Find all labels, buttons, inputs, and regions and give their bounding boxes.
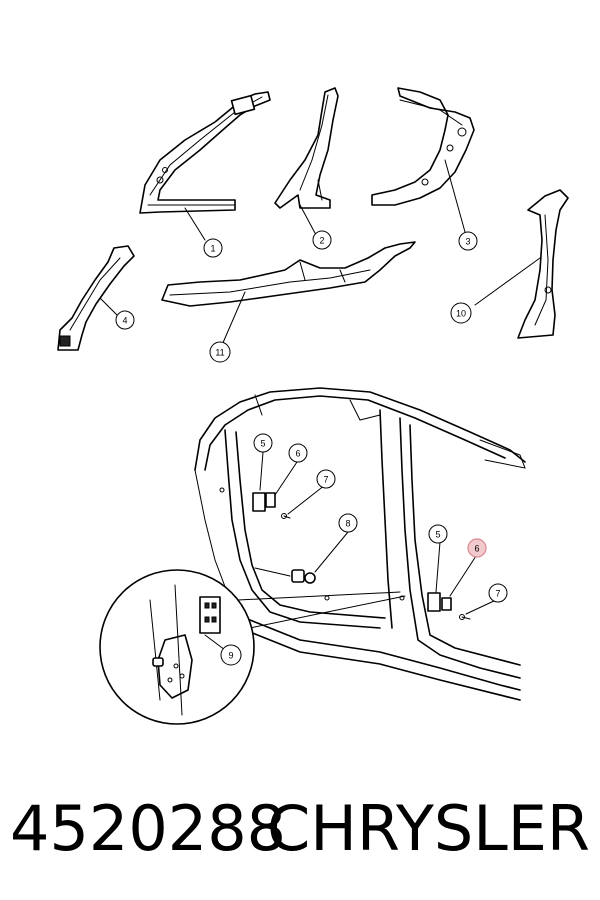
svg-text:6: 6 (295, 449, 300, 459)
part-2-b-pillar-upper (274, 87, 339, 234)
part-10-pillar-inner (474, 189, 569, 339)
svg-text:9: 9 (228, 651, 233, 661)
callout-6-lower-highlighted[interactable]: 6 (467, 538, 487, 558)
callout-10: 10 (450, 302, 472, 324)
body-side-assembly (194, 387, 526, 701)
callout-2: 2 (312, 230, 332, 250)
part-4-pillar-reinforcement (57, 245, 135, 351)
parts-diagram: 1 2 3 4 10 11 5 6 7 8 9 5 (57, 87, 569, 725)
svg-text:7: 7 (323, 475, 328, 485)
svg-text:11: 11 (215, 348, 224, 358)
svg-text:3: 3 (465, 237, 470, 247)
part-3-c-pillar (371, 87, 475, 233)
callout-6-upper: 6 (288, 443, 308, 463)
brand-name: CHRYSLER (267, 792, 590, 865)
svg-text:4: 4 (122, 316, 127, 326)
callout-4: 4 (115, 310, 135, 330)
part-1-a-pillar (139, 91, 271, 241)
callout-11: 11 (209, 341, 231, 363)
detail-view-9 (99, 569, 255, 725)
svg-text:7: 7 (495, 589, 500, 599)
callout-1: 1 (203, 238, 223, 258)
callout-7-lower: 7 (488, 583, 508, 603)
callout-8: 8 (338, 513, 358, 533)
callout-7-upper: 7 (316, 469, 336, 489)
part-11-rocker-sill (161, 241, 416, 346)
callout-3: 3 (458, 231, 478, 251)
svg-text:5: 5 (260, 439, 265, 449)
svg-text:10: 10 (456, 309, 466, 319)
svg-text:5: 5 (435, 530, 440, 540)
svg-text:1: 1 (210, 244, 215, 254)
callout-5-upper: 5 (253, 433, 273, 453)
callout-5-lower: 5 (428, 524, 448, 544)
callout-9: 9 (220, 644, 242, 666)
caption-bar: 4520288 CHRYSLER (10, 792, 590, 865)
part-number: 4520288 (10, 792, 286, 865)
svg-text:2: 2 (319, 236, 324, 246)
svg-text:8: 8 (345, 519, 350, 529)
svg-text:6: 6 (474, 544, 479, 554)
